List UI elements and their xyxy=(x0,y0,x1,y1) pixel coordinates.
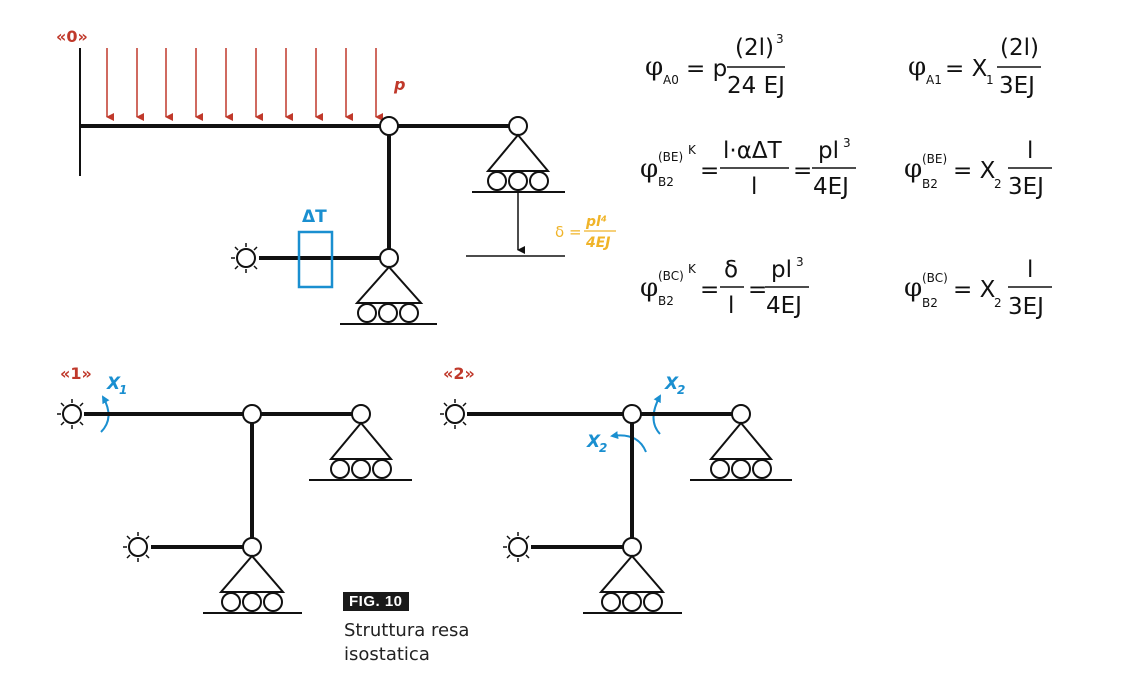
pin-sun-icon xyxy=(503,532,530,562)
load-p-label: p xyxy=(393,75,405,94)
svg-text:3: 3 xyxy=(843,136,851,150)
svg-text:(BC): (BC) xyxy=(922,271,948,285)
svg-text:=: = xyxy=(700,277,719,303)
figure-badge: FIG. 10 xyxy=(343,592,409,611)
svg-text:=: = xyxy=(748,277,767,303)
svg-text:B2: B2 xyxy=(658,294,674,308)
hinge-icon xyxy=(379,116,399,136)
svg-text:l·αΔT: l·αΔT xyxy=(723,138,783,164)
equations: φ A0 = p (2l) 3 24 EJ φ A1 = X 1 (2l) 3E… xyxy=(640,32,1052,320)
svg-text:φ: φ xyxy=(640,273,658,303)
svg-text:K: K xyxy=(688,143,697,157)
svg-text:3: 3 xyxy=(796,255,804,269)
svg-text:2: 2 xyxy=(994,177,1002,191)
svg-text:3: 3 xyxy=(776,32,784,46)
svg-text:φ: φ xyxy=(640,154,658,184)
roller-support-icon xyxy=(472,116,565,193)
svg-text:3EJ: 3EJ xyxy=(1008,294,1044,320)
hinge-icon xyxy=(622,404,642,424)
moment-arrow-icon xyxy=(610,431,647,453)
x2-sub-top: 2 xyxy=(677,383,685,397)
svg-text:= X: = X xyxy=(953,158,996,184)
svg-text:=: = xyxy=(793,158,812,184)
eq-phi-b2-bc-k: φ (BC) K B2 = δ l = pl 3 4EJ xyxy=(640,255,809,319)
svg-text:=: = xyxy=(700,158,719,184)
moment-arrow-icon xyxy=(652,394,661,435)
svg-text:3EJ: 3EJ xyxy=(1008,174,1044,200)
x2-label-left: X xyxy=(586,432,601,452)
eq-phi-b2-bc: φ (BC) B2 = X 2 l 3EJ xyxy=(904,257,1052,320)
eq-phi-b2-be: φ (BE) B2 = X 2 l 3EJ xyxy=(904,138,1052,200)
svg-text:B2: B2 xyxy=(922,296,938,310)
svg-text:(BC): (BC) xyxy=(658,269,684,283)
figure-caption: Struttura resa isostatica xyxy=(344,620,470,665)
delta-denominator: 4EJ xyxy=(585,235,611,251)
roller-support-icon xyxy=(309,404,412,481)
x2-label-top: X xyxy=(664,374,679,394)
svg-text:φ: φ xyxy=(645,52,663,82)
x2-sub-left: 2 xyxy=(599,441,607,455)
svg-text:φ: φ xyxy=(908,52,926,82)
svg-text:= X: = X xyxy=(953,277,996,303)
svg-text:1: 1 xyxy=(986,73,994,87)
roller-support-icon xyxy=(690,404,792,481)
svg-text:pl: pl xyxy=(818,138,839,164)
svg-text:l: l xyxy=(728,293,734,319)
svg-text:l: l xyxy=(751,174,757,200)
case-2-label: «2» xyxy=(443,364,475,383)
settlement-delta: δ = pl⁴ 4EJ xyxy=(466,192,616,257)
svg-text:B2: B2 xyxy=(658,175,674,189)
svg-text:A0: A0 xyxy=(663,73,679,87)
case-0-label: «0» xyxy=(56,27,88,46)
hinge-icon xyxy=(242,404,262,424)
x1-label: X xyxy=(106,374,121,394)
thermal-box xyxy=(297,230,334,289)
scheme-0: «0» p xyxy=(56,27,616,325)
svg-text:2: 2 xyxy=(994,296,1002,310)
pin-sun-icon xyxy=(440,399,467,429)
roller-support-icon xyxy=(583,537,682,614)
thermal-label: ΔT xyxy=(302,207,327,227)
eq-phi-a0: φ A0 = p (2l) 3 24 EJ xyxy=(645,32,785,99)
svg-text:A1: A1 xyxy=(926,73,942,87)
pin-sun-icon xyxy=(231,243,258,273)
svg-text:3EJ: 3EJ xyxy=(999,73,1035,99)
svg-text:pl: pl xyxy=(771,257,792,283)
svg-text:l: l xyxy=(1027,257,1033,283)
case-1-label: «1» xyxy=(60,364,92,383)
delta-label: δ = xyxy=(555,223,582,241)
roller-support-icon xyxy=(340,248,437,325)
svg-text:4EJ: 4EJ xyxy=(813,174,849,200)
roller-support-icon xyxy=(203,537,302,614)
svg-text:φ: φ xyxy=(904,154,922,184)
scheme-1: «1» X 1 xyxy=(57,364,412,614)
svg-text:l: l xyxy=(1027,138,1033,164)
svg-text:B2: B2 xyxy=(922,177,938,191)
svg-text:(BE): (BE) xyxy=(922,152,947,166)
distributed-load-p xyxy=(106,48,383,121)
eq-phi-a1: φ A1 = X 1 (2l) 3EJ xyxy=(908,35,1041,99)
svg-text:K: K xyxy=(688,262,697,276)
delta-numerator: pl⁴ xyxy=(585,214,607,230)
svg-text:(2l): (2l) xyxy=(735,35,774,61)
svg-text:δ: δ xyxy=(724,257,738,283)
svg-text:= p: = p xyxy=(686,56,727,82)
scheme-2: «2» X 2 X 2 xyxy=(440,364,792,614)
eq-phi-b2-be-k: φ (BE) K B2 = l·αΔT l = pl 3 4EJ xyxy=(640,136,856,200)
svg-text:(BE): (BE) xyxy=(658,150,683,164)
svg-text:4EJ: 4EJ xyxy=(766,293,802,319)
svg-text:(2l): (2l) xyxy=(1000,35,1039,61)
pin-sun-icon xyxy=(57,399,84,429)
pin-sun-icon xyxy=(123,532,150,562)
svg-text:= X: = X xyxy=(945,56,988,82)
svg-text:24 EJ: 24 EJ xyxy=(727,73,785,99)
moment-arrow-icon xyxy=(100,395,110,433)
svg-text:φ: φ xyxy=(904,273,922,303)
x1-sub: 1 xyxy=(119,383,127,397)
